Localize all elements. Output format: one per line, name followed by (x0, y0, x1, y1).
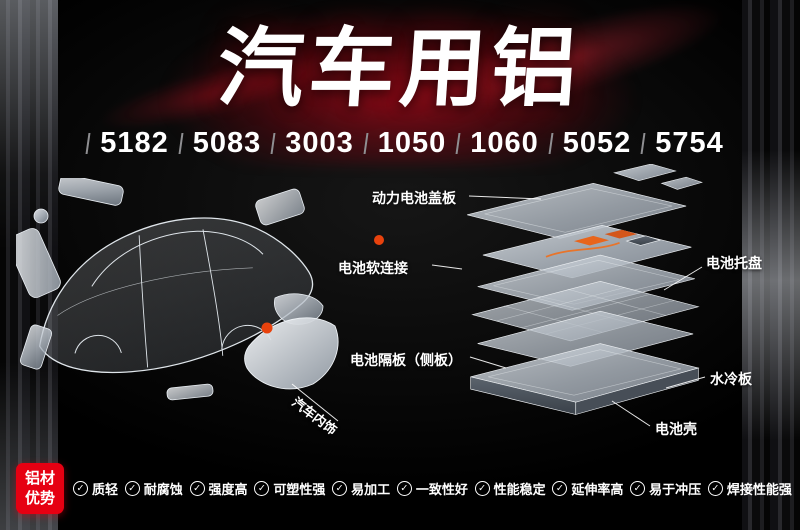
alloy-item: 5083 (169, 127, 262, 160)
water-cooling-plate (477, 310, 694, 367)
label-battery-shell: 电池壳 (655, 421, 697, 437)
advantage-label: 质轻 (92, 482, 119, 497)
page-title: 汽车用铝 (214, 21, 586, 117)
check-icon: ✓ (189, 481, 205, 496)
alloy-item: 5052 (539, 127, 632, 160)
check-icon: ✓ (396, 481, 412, 496)
check-icon: ✓ (332, 481, 348, 496)
car-loose-panels (16, 178, 324, 401)
check-icon: ✓ (474, 481, 490, 496)
advantage-label: 强度高 (208, 482, 248, 497)
advantage-badge: 铝材 优势 (16, 463, 65, 514)
advantage-item: ✓ 可塑性强 (254, 479, 325, 498)
battery-shell (470, 343, 700, 415)
battery-cover-plate (467, 182, 687, 239)
alloy-item: 1060 (446, 127, 539, 160)
advantage-label: 延伸率高 (571, 482, 624, 497)
check-icon: ✓ (254, 481, 270, 496)
car-exploded-illustration (16, 178, 339, 401)
advantage-item: ✓ 易加工 (332, 479, 390, 498)
label-battery-separator: 电池隔板（侧板） (350, 352, 462, 368)
advantage-item: ✓ 一致性好 (396, 479, 468, 498)
advantage-item: ✓ 耐腐蚀 (124, 479, 183, 498)
label-water-cooling: 水冷板 (710, 371, 752, 387)
check-icon: ✓ (707, 481, 723, 496)
advantage-label: 性能稳定 (493, 482, 546, 497)
advantage-label: 耐腐蚀 (143, 482, 183, 497)
advantage-item: ✓ 焊接性能强 (707, 479, 792, 498)
label-battery-cover: 动力电池盖板 (372, 190, 456, 206)
alloy-item: 5182 (76, 127, 169, 160)
advantage-item: ✓ 易于冲压 (630, 479, 701, 498)
advantages-bar: 铝材 优势 ✓ 质轻 ✓ 耐腐蚀 ✓ 强度高 (16, 463, 792, 514)
check-icon: ✓ (630, 481, 646, 496)
check-icon: ✓ (73, 481, 89, 496)
alloy-item: 3003 (261, 127, 354, 160)
advantage-label: 焊接性能强 (726, 482, 792, 497)
advantage-label: 一致性好 (415, 482, 468, 497)
advantage-label: 易加工 (351, 482, 391, 497)
battery-top-small-covers (613, 164, 703, 190)
advantage-list: ✓ 质轻 ✓ 耐腐蚀 ✓ 强度高 ✓ 可塑性强 (73, 479, 792, 498)
alloy-list: 5182 5083 3003 1050 1060 5052 5754 (0, 127, 800, 160)
advantage-label: 可塑性强 (273, 482, 326, 497)
advantage-item: ✓ 性能稳定 (474, 479, 546, 498)
alloy-item: 5754 (631, 127, 724, 160)
advantage-item: ✓ 强度高 (189, 479, 248, 498)
advantage-label: 易于冲压 (649, 482, 702, 497)
car-hood-panel (244, 317, 339, 390)
battery-exploded-illustration (467, 164, 703, 415)
label-battery-tray: 电池托盘 (706, 255, 762, 271)
label-battery-soft-connect: 电池软连接 (338, 260, 408, 276)
marker-dot (374, 235, 384, 245)
car-body-frame (38, 217, 314, 374)
check-icon: ✓ (124, 481, 140, 496)
advantage-item: ✓ 延伸率高 (552, 479, 623, 498)
alloy-item: 1050 (354, 127, 447, 160)
advantage-item: ✓ 质轻 (73, 479, 118, 498)
check-icon: ✓ (552, 481, 568, 496)
